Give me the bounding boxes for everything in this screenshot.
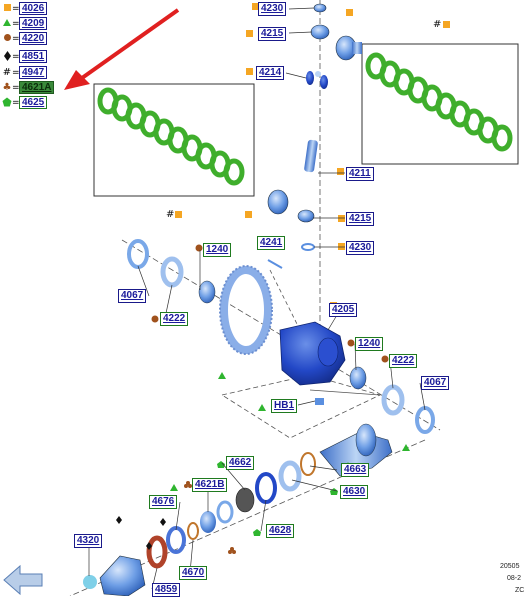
top-washer [313,3,327,13]
back-arrow-icon[interactable] [3,564,43,596]
leader-lines [88,7,426,590]
circle-icon [2,33,12,45]
callout-hb1[interactable]: HB1 [271,399,298,413]
callout-4215[interactable]: 4215 [346,212,375,226]
legend-row: =4209 [2,17,48,30]
club-icon: ♣ [2,81,12,93]
callout-4676[interactable]: 4676 [149,495,178,509]
callout-4214[interactable]: 4214 [256,66,285,80]
callout-4067[interactable]: 4067 [118,289,147,303]
cross-shaft [304,139,318,173]
legend-row: =4625 [2,96,48,109]
pointer-arrow [64,8,180,90]
legend-row: =4220 [2,32,48,45]
legend-code[interactable]: 4625 [19,96,48,109]
callout-4215[interactable]: 4215 [258,27,287,41]
callout-4230[interactable]: 4230 [346,241,375,255]
callout-4628[interactable]: 4628 [266,524,295,538]
callout-4211[interactable]: 4211 [346,167,374,181]
callout-1240[interactable]: 1240 [203,243,232,257]
legend-row: ♣=4621A [2,81,55,94]
legend-row: =4026 [2,2,48,15]
hb1-connector [315,398,324,405]
diamond-markers [116,516,166,550]
sensor-wire [267,259,283,269]
callout-1240[interactable]: 1240 [355,337,384,351]
square-icon [2,3,12,15]
legend-row: =4851 [2,50,48,63]
hash-marker-bottom: # [166,209,175,220]
hash-marker-top: # [433,19,442,30]
callout-4662[interactable]: 4662 [226,456,255,470]
footer-code: 20505 [500,563,520,570]
clutch-pack-box-left [93,83,255,197]
side-gear-top [310,24,362,61]
legend-code[interactable]: 4851 [19,50,48,63]
legend-code[interactable]: 4209 [19,17,48,30]
ring-gear [219,265,273,355]
callout-4859[interactable]: 4859 [152,583,181,597]
club-markers [184,481,236,554]
callout-4241[interactable]: 4241 [257,236,286,250]
circle-markers [151,244,389,363]
legend-code-highlighted[interactable]: 4621A [19,81,55,94]
callout-4230[interactable]: 4230 [258,2,287,16]
callout-4320[interactable]: 4320 [74,534,103,548]
triangle-icon [2,18,12,30]
clutch-pack-box-right [361,43,519,165]
bearing-cup-left [127,239,216,304]
legend-code[interactable]: 4220 [19,32,48,45]
legend-row: #=4947 [2,66,48,79]
pinion-gears [306,71,328,89]
callout-4670[interactable]: 4670 [179,566,208,580]
side-gear-bottom [267,189,315,251]
legend-code[interactable]: 4947 [19,66,48,79]
callout-4663[interactable]: 4663 [341,463,370,477]
callout-4205[interactable]: 4205 [329,303,358,317]
hash-icon: # [2,66,12,78]
pinion-shaft [319,423,393,477]
callout-4222[interactable]: 4222 [389,354,418,368]
pentagon-icon [2,97,12,109]
footer-ref: ZC [515,587,525,594]
legend-code[interactable]: 4026 [19,2,48,15]
callout-4621b[interactable]: 4621B [192,478,228,492]
diamond-icon [2,50,12,63]
callout-4222[interactable]: 4222 [160,312,189,326]
callout-4630[interactable]: 4630 [340,485,369,499]
footer-date: 08-2 [507,575,522,582]
differential-case [279,321,346,386]
callout-4067[interactable]: 4067 [421,376,450,390]
